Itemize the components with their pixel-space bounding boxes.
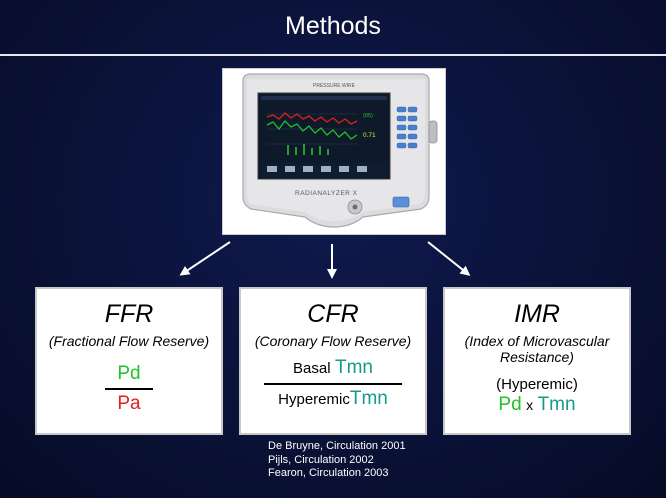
reference-1: De Bruyne, Circulation 2001 xyxy=(268,440,406,452)
cfr-numerator: Basal Tmn xyxy=(241,357,425,379)
ffr-fraction-bar xyxy=(105,388,153,390)
monitor-value-top: (85) xyxy=(363,113,373,119)
cfr-denominator: HyperemicTmn xyxy=(241,388,425,410)
imr-tmn: Tmn xyxy=(537,394,576,415)
cfr-hyperemic-tmn: Tmn xyxy=(349,388,388,409)
cfr-hyperemic-label: Hyperemic xyxy=(278,391,350,408)
imr-subtitle-line2: Resistance) xyxy=(500,349,574,365)
cfr-basal-tmn: Tmn xyxy=(334,357,373,378)
imr-subtitle-line1: (Index of Microvascular xyxy=(464,333,610,349)
imr-box: IMR (Index of Microvascular Resistance) … xyxy=(443,287,631,435)
arrow-to-ffr xyxy=(179,241,231,276)
ffr-denominator-pa: Pa xyxy=(117,393,141,414)
monitor-value-ratio: 0.71 xyxy=(363,132,376,139)
page-title: Methods xyxy=(285,12,381,40)
references: De Bruyne, Circulation 2001 Pijls, Circu… xyxy=(268,440,406,481)
ffr-numerator-pd: Pd xyxy=(117,363,141,384)
arrow-to-imr xyxy=(427,241,471,276)
monitor-brand: PRESSURE WIRE xyxy=(313,83,356,89)
cfr-fraction-bar xyxy=(264,383,402,385)
reference-2: Pijls, Circulation 2002 xyxy=(268,453,374,466)
imr-times: x xyxy=(526,397,534,413)
imr-condition: (Hyperemic) xyxy=(496,376,578,393)
radianalyzer-monitor-illustration: PRESSURE WIRE (85) 0.71 xyxy=(242,73,438,228)
ffr-subtitle: (Fractional Flow Reserve) xyxy=(48,333,210,349)
cfr-box: CFR (Coronary Flow Reserve) Basal Tmn Hy… xyxy=(239,287,427,435)
reference-3: Fearon, Circulation 2003 xyxy=(268,467,389,479)
imr-title: IMR xyxy=(514,300,560,328)
monitor-photo: PRESSURE WIRE (85) 0.71 xyxy=(222,68,446,235)
monitor-model: RADIANALYZER X xyxy=(295,190,358,197)
imr-formula: Pd x Tmn xyxy=(445,394,629,416)
cfr-basal-label: Basal xyxy=(293,360,331,377)
cfr-title: CFR xyxy=(307,300,359,328)
ffr-box: FFR (Fractional Flow Reserve) Pd Pa xyxy=(35,287,223,435)
imr-pd: Pd xyxy=(498,394,522,415)
cfr-subtitle: (Coronary Flow Reserve) xyxy=(254,333,412,349)
title-divider xyxy=(0,54,666,56)
ffr-title: FFR xyxy=(104,300,154,328)
